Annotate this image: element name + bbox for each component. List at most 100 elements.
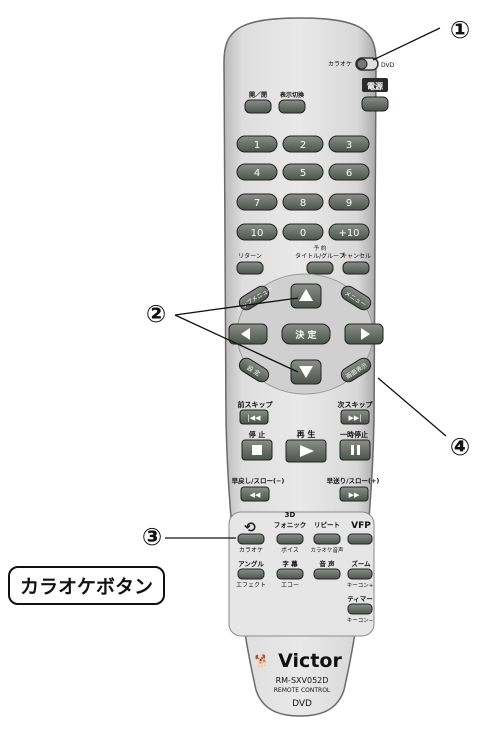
next-skip-button[interactable]: ▶▶| bbox=[340, 409, 370, 425]
numpad-button-0[interactable]: 0 bbox=[282, 223, 324, 241]
karaoke-button-caption: カラオケボタン bbox=[8, 566, 166, 605]
karaoke-voice-label: カラオケ音声 bbox=[310, 546, 344, 554]
fonic-button[interactable] bbox=[276, 533, 304, 545]
model-number: RM-SXV052D bbox=[276, 676, 329, 685]
left-button[interactable] bbox=[228, 323, 268, 345]
stop-label: 停 止 bbox=[249, 430, 265, 439]
callout-2: ② bbox=[146, 300, 166, 328]
numpad-button-8[interactable]: 8 bbox=[282, 193, 324, 211]
numpad-label: 2 bbox=[300, 140, 306, 151]
title-group-label: タイトル/グループ bbox=[295, 252, 345, 260]
subtitle-label: 字 幕 bbox=[282, 559, 298, 568]
timer-button[interactable] bbox=[347, 603, 373, 615]
subtitle-button[interactable] bbox=[276, 568, 304, 580]
angle-button[interactable] bbox=[237, 568, 265, 580]
numpad-label: 5 bbox=[300, 168, 306, 179]
numpad-label: 1 bbox=[254, 140, 260, 151]
callout-line-2b bbox=[174, 314, 299, 373]
jvc-logo-icon: 🐕 bbox=[255, 654, 270, 668]
pause-button[interactable] bbox=[339, 439, 371, 461]
repeat-button[interactable] bbox=[313, 533, 341, 545]
angle-label: アングル bbox=[238, 559, 264, 568]
callout-line-2a bbox=[174, 297, 299, 316]
ff-label: 早送り/スロー(+) bbox=[327, 476, 380, 485]
fonic-label: フォニック bbox=[274, 520, 307, 529]
audio-button[interactable] bbox=[313, 568, 341, 580]
numpad-button-10[interactable]: 10 bbox=[236, 223, 278, 241]
zoom-button[interactable] bbox=[347, 568, 373, 580]
callout-line-4 bbox=[377, 377, 447, 437]
repeat-label: リピート bbox=[314, 520, 340, 529]
power-button[interactable] bbox=[361, 96, 389, 112]
numpad-button-6[interactable]: 6 bbox=[328, 163, 370, 181]
pause-label: 一時停止 bbox=[340, 430, 368, 439]
arrow-right-icon bbox=[361, 328, 370, 340]
timer-label: ティマー bbox=[347, 595, 373, 603]
enter-button[interactable]: 決 定 bbox=[281, 323, 331, 345]
voice-label: ボイス bbox=[281, 546, 299, 554]
power-label-box bbox=[362, 78, 388, 92]
right-button[interactable] bbox=[344, 323, 384, 345]
settings-button[interactable]: 設 定 bbox=[237, 356, 272, 385]
down-button[interactable] bbox=[290, 359, 322, 385]
arrow-left-icon bbox=[241, 328, 250, 340]
echo-label: エコー bbox=[281, 582, 299, 589]
rewind-button[interactable]: ◀◀ bbox=[240, 486, 270, 502]
next-skip-label: 次スキップ bbox=[338, 400, 374, 409]
stop-icon bbox=[252, 445, 262, 455]
reserve-label: 予 約 bbox=[314, 244, 327, 252]
effect-label: エフェクト bbox=[236, 582, 266, 589]
numpad-label: 6 bbox=[346, 168, 352, 179]
switch-label-dvd: DVD bbox=[381, 62, 395, 69]
stop-button[interactable] bbox=[241, 439, 273, 461]
numpad-button-2[interactable]: 2 bbox=[282, 135, 324, 153]
numpad-label: 3 bbox=[346, 140, 352, 151]
callout-4: ④ bbox=[450, 433, 470, 461]
numpad-label: 7 bbox=[254, 198, 260, 209]
numpad-button-1[interactable]: 1 bbox=[236, 135, 278, 153]
numpad-button-9[interactable]: 9 bbox=[328, 193, 370, 211]
arrow-up-icon bbox=[299, 289, 313, 301]
numpad-button-plus10[interactable]: +10 bbox=[328, 223, 370, 241]
callout-1: ① bbox=[450, 16, 470, 44]
title-group-button[interactable] bbox=[306, 261, 334, 275]
play-label: 再 生 bbox=[297, 429, 316, 439]
numpad-button-3[interactable]: 3 bbox=[328, 135, 370, 153]
fast-forward-icon: ▶▶ bbox=[349, 491, 360, 499]
numpad-label: +10 bbox=[338, 228, 359, 239]
next-skip-icon: ▶▶| bbox=[348, 414, 361, 422]
power-label: 電源 bbox=[367, 81, 383, 91]
dvd-label: DVD bbox=[292, 699, 312, 709]
remote-subtitle: REMOTE CONTROL bbox=[274, 687, 331, 694]
audio-label: 音 声 bbox=[319, 559, 335, 568]
zoom-label: ズーム bbox=[351, 559, 371, 568]
prev-skip-button[interactable]: |◀◀ bbox=[239, 409, 269, 425]
switch-label-karaoke: カラオケ bbox=[328, 61, 352, 68]
play-button[interactable] bbox=[285, 439, 327, 463]
numpad-label: 9 bbox=[346, 198, 352, 209]
numpad-button-4[interactable]: 4 bbox=[236, 163, 278, 181]
vfp-button[interactable] bbox=[347, 533, 373, 545]
cancel-button[interactable] bbox=[342, 261, 370, 275]
rewind-icon: ◀◀ bbox=[250, 491, 261, 499]
key-down-label: キーコン− bbox=[347, 617, 374, 624]
callout-line-1 bbox=[372, 27, 441, 61]
open-close-button[interactable] bbox=[244, 99, 272, 114]
karaoke-sub-label: カラオケ bbox=[239, 547, 263, 554]
arrow-down-icon bbox=[299, 366, 313, 378]
numpad-label: 10 bbox=[251, 228, 264, 239]
return-label: リターン bbox=[238, 252, 262, 260]
up-button[interactable] bbox=[290, 283, 322, 309]
numpad-button-5[interactable]: 5 bbox=[282, 163, 324, 181]
enter-label: 決 定 bbox=[295, 329, 317, 341]
numpad-button-7[interactable]: 7 bbox=[236, 193, 278, 211]
display-button[interactable] bbox=[278, 99, 306, 114]
numpad-label: 0 bbox=[300, 228, 306, 239]
key-up-label: キーコン+ bbox=[347, 582, 374, 589]
karaoke-button[interactable] bbox=[237, 533, 265, 545]
rew-label: 早戻し/スロー(−) bbox=[232, 476, 285, 485]
mode-switch-knob[interactable] bbox=[356, 58, 368, 70]
fast-forward-button[interactable]: ▶▶ bbox=[339, 486, 369, 502]
return-button[interactable] bbox=[236, 261, 264, 275]
